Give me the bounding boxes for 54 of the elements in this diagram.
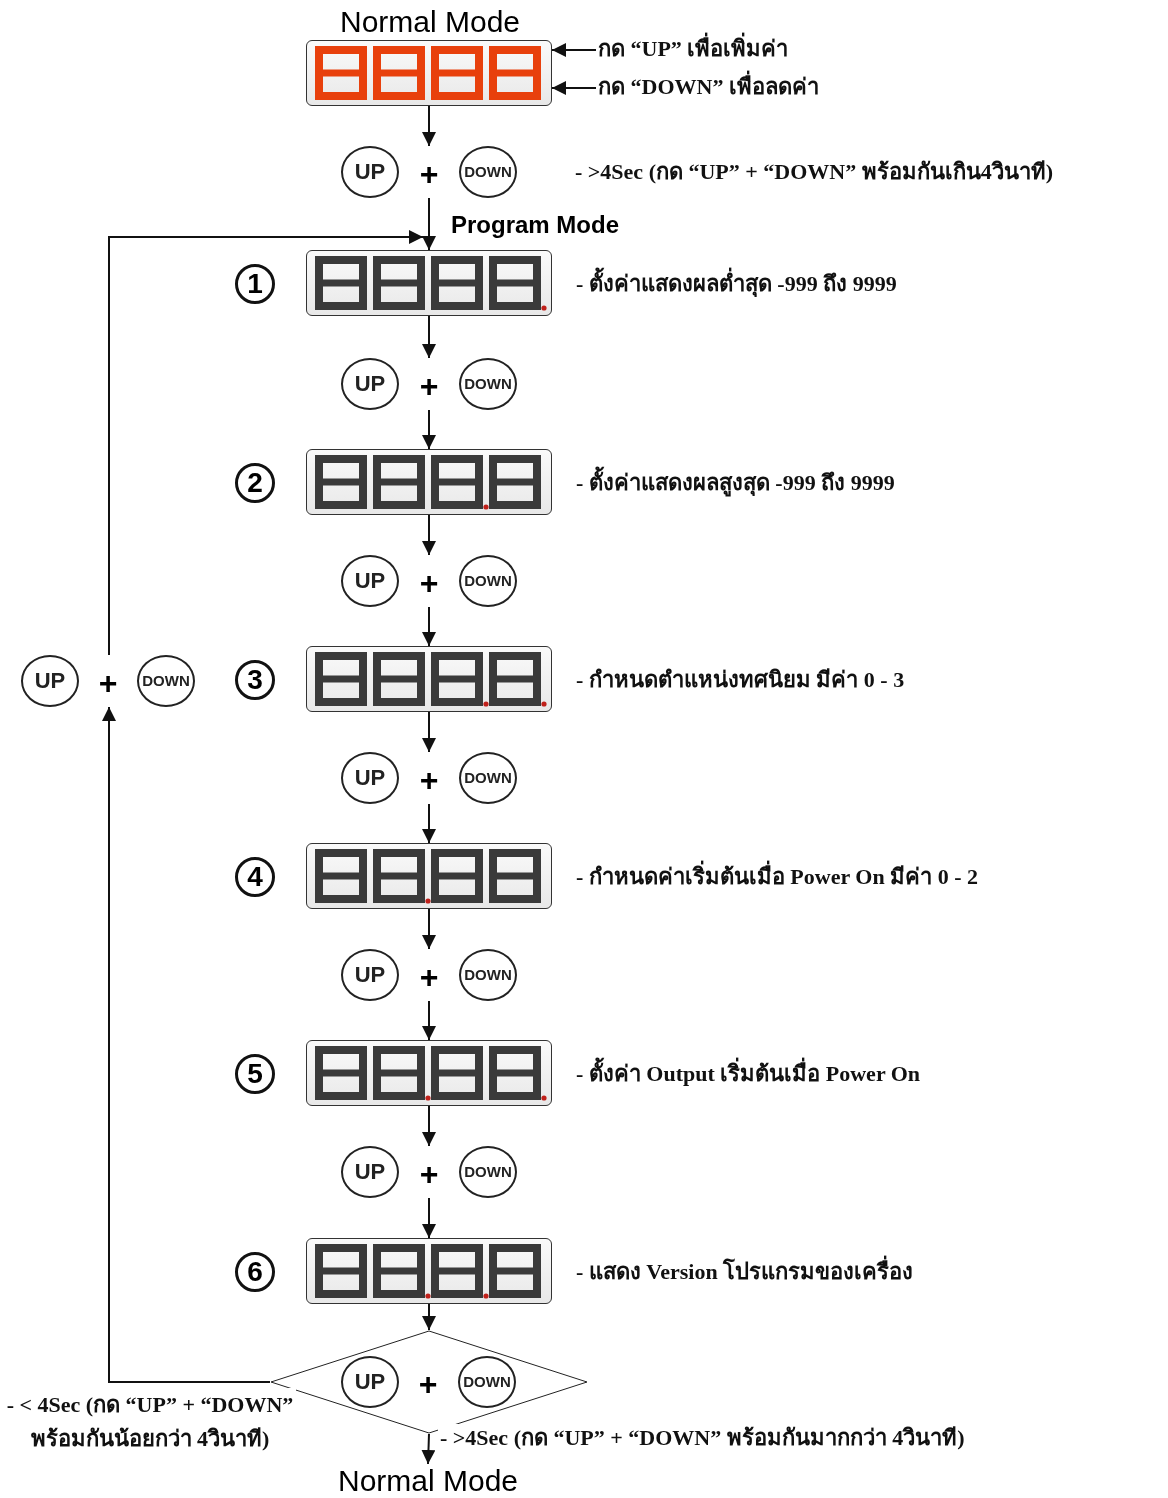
arrow	[422, 514, 436, 556]
arrow	[422, 803, 436, 844]
arrow	[551, 43, 597, 57]
description-text: - >4Sec (กด “UP” + “DOWN” พร้อมกันเกิน4วินาที)	[575, 158, 1054, 186]
step-number: 5	[235, 1054, 275, 1094]
up-key: UP	[341, 146, 399, 198]
arrow	[422, 1197, 436, 1239]
up-key: UP	[341, 1146, 399, 1198]
up-key: UP	[21, 655, 79, 707]
plus-sign: +	[418, 1158, 440, 1190]
step-number: 1	[235, 264, 275, 304]
arrow	[422, 409, 436, 450]
up-key: UP	[341, 752, 399, 804]
step-number: 4	[235, 857, 275, 897]
down-key: DOWN	[458, 1356, 516, 1408]
down-key: DOWN	[137, 655, 195, 707]
step-number: 6	[235, 1252, 275, 1292]
up-key: UP	[341, 949, 399, 1001]
mode-title: Program Mode	[451, 211, 621, 239]
up-key: UP	[341, 555, 399, 607]
description-text: - กำหนดตำแหน่งทศนิยม มีค่า 0 - 3	[576, 666, 905, 694]
down-key: DOWN	[459, 555, 517, 607]
arrow	[422, 1303, 436, 1331]
arrow	[422, 711, 436, 753]
down-key: DOWN	[459, 146, 517, 198]
plus-sign: +	[418, 961, 440, 993]
arrow	[422, 105, 436, 147]
down-key: DOWN	[459, 949, 517, 1001]
plus-sign: +	[418, 370, 440, 402]
down-key: DOWN	[459, 358, 517, 410]
up-key: UP	[341, 358, 399, 410]
arrow	[422, 315, 436, 359]
arrow	[108, 230, 424, 656]
down-key: DOWN	[459, 752, 517, 804]
plus-sign: +	[417, 1368, 439, 1400]
edge-label: - >4Sec (กด “UP” + “DOWN” พร้อมกันมากกว่า 4วินาที)	[438, 1424, 967, 1452]
plus-sign: +	[418, 764, 440, 796]
arrow	[102, 706, 271, 1383]
arrow	[422, 606, 436, 647]
arrow	[422, 1000, 436, 1041]
down-key: DOWN	[459, 1146, 517, 1198]
plus-sign: +	[97, 667, 119, 699]
arrow	[421, 1433, 436, 1465]
step-number: 3	[235, 660, 275, 700]
plus-sign: +	[418, 567, 440, 599]
step-number: 2	[235, 463, 275, 503]
up-key: UP	[341, 1356, 399, 1408]
plus-sign: +	[418, 158, 440, 190]
arrow	[422, 1105, 436, 1147]
arrow	[422, 197, 436, 251]
arrow	[422, 908, 436, 950]
mode-title: Normal Mode	[338, 5, 522, 39]
mode-title: Normal Mode	[318, 1464, 538, 1498]
arrow	[551, 81, 597, 95]
